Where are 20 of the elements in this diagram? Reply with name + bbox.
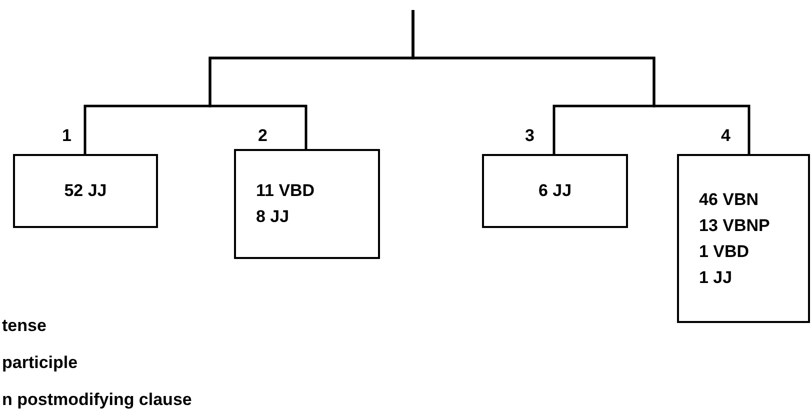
cluster-count: 8 JJ — [256, 206, 290, 228]
cluster-count: 1 VBD — [699, 240, 750, 262]
cluster-count: 46 VBN — [699, 188, 759, 210]
cluster-box — [677, 154, 810, 323]
cluster-number: 1 — [62, 126, 72, 146]
cluster-count: 6 JJ — [538, 180, 572, 202]
cluster-box — [482, 154, 628, 228]
cluster-box — [13, 154, 158, 228]
cluster-number: 4 — [721, 126, 730, 146]
note-text: participle — [2, 353, 78, 373]
cluster-count: 11 VBD — [256, 180, 315, 202]
cluster-count: 52 JJ — [64, 180, 107, 202]
cluster-number: 3 — [525, 126, 534, 146]
cluster-count: 1 JJ — [699, 266, 732, 288]
cluster-number: 2 — [258, 126, 268, 146]
note-text: tense — [2, 316, 46, 336]
note-text: n postmodifying clause — [2, 390, 192, 410]
cluster-count: 13 VBNP — [699, 214, 770, 236]
tree-connector — [412, 10, 750, 154]
cluster-box — [234, 149, 380, 259]
